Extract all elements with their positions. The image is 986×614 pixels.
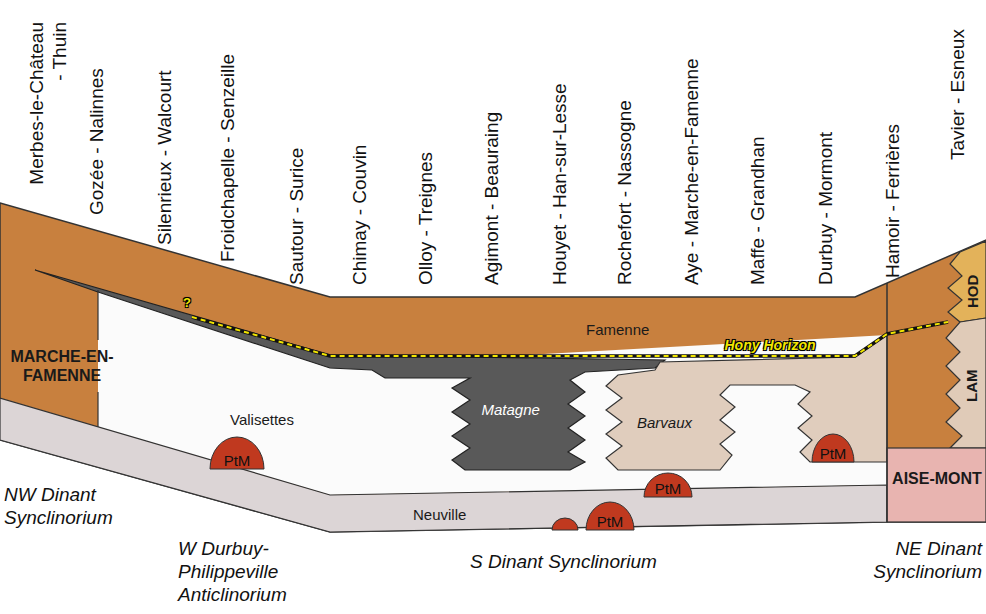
locality-name: Houyet - Han-sur-Lesse <box>549 83 572 285</box>
region-name: NE Dinant Synclinorium <box>852 538 982 584</box>
locality-name: Aye - Marche-en-Famenne <box>681 58 704 285</box>
mound-outline <box>586 502 634 530</box>
mound-outline <box>210 437 264 469</box>
hod-unit <box>948 241 986 322</box>
mound-label: PtM <box>655 480 682 497</box>
locality-name: Hamoir - Ferrières <box>882 124 905 278</box>
unit-name: Valisettes <box>230 411 294 429</box>
locality-name: Durbuy - Mormont <box>815 132 838 285</box>
unit-name: Matagne <box>482 401 540 419</box>
mound-outline <box>644 473 692 497</box>
mound-node: PtM <box>811 433 855 463</box>
locality-name: Sautour - Surice <box>286 148 309 285</box>
locality-name: Merbes-le-Château - Thuin <box>26 22 72 190</box>
hony-horizon-line <box>192 317 948 356</box>
region-name: S Dinant Synclinorium <box>470 551 657 574</box>
unit-node: AISE-MONT <box>891 468 983 490</box>
mound-label: PtM <box>597 513 624 530</box>
unit-node: MARCHE-EN-FAMENNE <box>5 346 119 387</box>
unit-name: LAM <box>963 369 981 402</box>
unit-name: HOD <box>964 275 982 308</box>
query-mark: ? <box>183 295 191 311</box>
matagne-layer <box>35 270 665 470</box>
mound-label: PtM <box>224 452 251 469</box>
locality-name: Gozée - Nalinnes <box>86 68 109 215</box>
locality-name: Olloy - Treignes <box>415 152 438 285</box>
boundary-line <box>97 290 98 340</box>
region-name: W Durbuy-Philippeville Anticlinorium <box>178 538 313 606</box>
unit-node: BarvauxPtM <box>636 413 694 433</box>
boundary-line <box>886 283 888 522</box>
horizon-name: Hony Horizon <box>725 337 816 354</box>
mound-symbol <box>552 518 578 530</box>
unit-name: Famenne <box>586 321 649 339</box>
locality-name: Agimont - Beauraing <box>481 112 504 285</box>
mound-label: PtM <box>820 445 847 462</box>
aisemont-unit <box>887 448 986 522</box>
unit-node: Matagne <box>481 400 542 420</box>
hony-horizon-line <box>192 317 948 356</box>
unit-node: LAM <box>962 368 982 403</box>
mound-node: PtM <box>643 472 693 498</box>
mound-node: PtM <box>209 436 265 470</box>
unit-node: HOD <box>963 273 983 309</box>
unit-name: Barvaux <box>637 414 692 432</box>
locality-name: Froidchapelle - Senzeille <box>217 54 240 262</box>
locality-name: Rochefort - Nassogne <box>614 100 637 285</box>
region-name: NW Dinant Synclinorium <box>4 484 154 530</box>
unit-name: MARCHE-EN-FAMENNE <box>6 347 118 385</box>
lam-unit <box>946 318 986 448</box>
mound-node: PtM <box>585 501 635 531</box>
locality-name: Maffe - Grandhan <box>747 136 770 285</box>
mound-outline <box>812 434 854 462</box>
neuville-band <box>0 398 887 532</box>
locality-name: Chimay - Couvin <box>349 145 372 285</box>
unit-node: ValisettesPtMPtM <box>229 410 295 430</box>
boundary-line <box>97 392 98 427</box>
unit-name: AISE-MONT <box>892 469 982 488</box>
unit-node: NeuvillePtM <box>412 505 468 525</box>
unit-name: Neuville <box>413 506 466 524</box>
unit-node: Famenne <box>585 320 651 340</box>
locality-name: Tavier - Esneux <box>947 29 970 160</box>
locality-name: Silenrieux - Walcourt <box>154 70 177 245</box>
